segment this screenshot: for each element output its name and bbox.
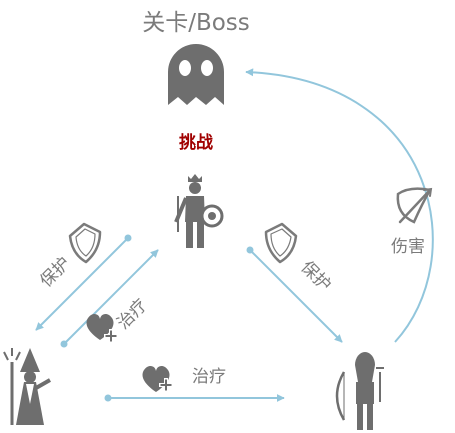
protect-right-arrow (249, 249, 343, 343)
protect-right-label: 保护 (296, 257, 334, 295)
bow-icon (396, 187, 433, 224)
damage-arrow (245, 68, 434, 343)
wizard-icon (3, 348, 51, 425)
heal-bottom-label: 治疗 (192, 367, 226, 387)
heart-plus-icon (142, 365, 173, 392)
shield-icon (68, 222, 102, 264)
damage-label: 伤害 (391, 237, 425, 257)
protect-left-label: 保护 (36, 253, 74, 291)
heal-diag-arrow (63, 249, 159, 345)
heal-diag-start-dot (60, 340, 68, 348)
challenge-label: 挑战 (179, 132, 213, 153)
boss-title: 关卡/Boss (142, 10, 250, 36)
protect-left-arrow (35, 237, 129, 331)
archer-icon (335, 352, 384, 430)
heart-plus-icon (86, 313, 118, 343)
ghost-icon (168, 44, 224, 105)
knight-icon (174, 174, 224, 248)
heal-bottom-start-dot (104, 394, 112, 402)
shield-icon (264, 222, 298, 264)
heal-diag-label: 治疗 (113, 295, 151, 333)
protect-right-start-dot (246, 246, 254, 254)
protect-left-start-dot (124, 234, 132, 242)
